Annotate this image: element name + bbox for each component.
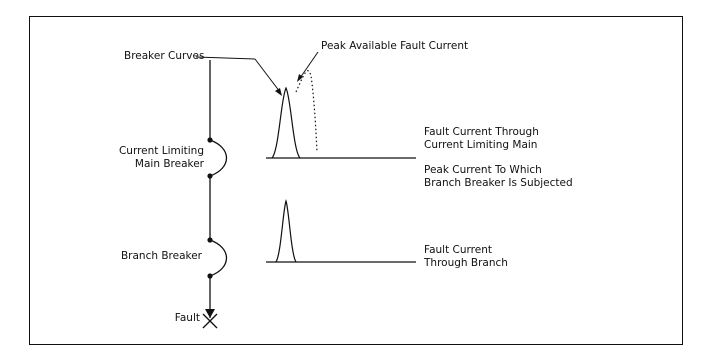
label-line: Fault Current Through: [424, 126, 539, 138]
fault-label: Fault: [174, 312, 200, 324]
breaker-curves-leader: [254, 58, 281, 93]
fault-current-through-main-label: Fault Current Through Current Limiting M…: [424, 126, 539, 152]
main-breaker-symbol: [209, 139, 227, 177]
current-limiting-main-breaker-label: Current Limiting Main Breaker: [66, 145, 204, 171]
label-line: Through Branch: [424, 257, 508, 269]
peak-current-arrow: [297, 74, 303, 82]
branch-breaker-symbol: [209, 239, 227, 277]
label-line: Current Limiting: [118, 145, 204, 157]
label-line: Peak Current To Which: [424, 164, 542, 176]
peak-current-branch-label: Peak Current To Which Branch Breaker Is …: [424, 164, 573, 190]
peak-available-fault-current-label: Peak Available Fault Current: [321, 40, 469, 52]
fault-arrow-head: [205, 309, 215, 318]
branch-breaker-label: Branch Breaker: [120, 250, 202, 262]
label-line: Branch Breaker Is Subjected: [424, 177, 573, 189]
limited-fault-current-pulse: [271, 86, 301, 159]
diagram-frame: [29, 16, 683, 345]
prospective-peak-current-curve: [295, 70, 318, 153]
branch-fault-current-pulse: [275, 199, 297, 263]
breaker-curves-leader: [195, 56, 256, 60]
breaker-curves-arrow: [275, 88, 282, 96]
label-line: Current Limiting Main: [424, 139, 538, 151]
fault-x-mark: [202, 313, 218, 329]
fault-current-through-branch-label: Fault Current Through Branch: [424, 244, 508, 270]
label-line: Fault Current: [424, 244, 492, 256]
label-line: Main Breaker: [134, 158, 204, 170]
breaker-curves-label: Breaker Curves: [124, 50, 205, 62]
peak-current-leader: [299, 51, 319, 79]
